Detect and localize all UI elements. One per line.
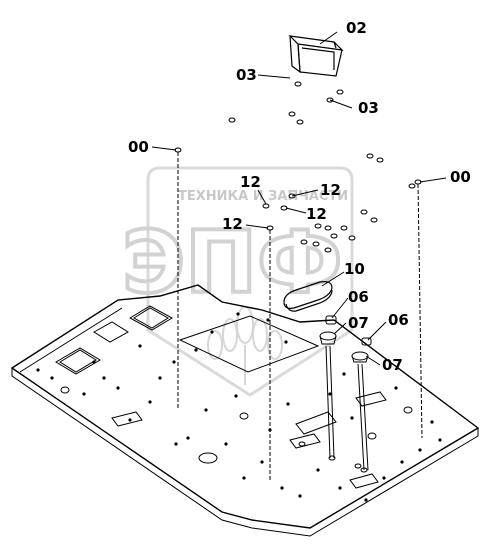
- callout-12-left: 12: [222, 215, 243, 233]
- callout-02: 02: [346, 19, 367, 37]
- callout-12-right-upper: 12: [320, 181, 341, 199]
- callout-labels: 02 03 03 00 00 12 12 12 12 10 06 06 07 0…: [128, 19, 471, 374]
- callout-07-upper: 07: [348, 314, 369, 332]
- watermark-logo: ЭПФ: [122, 213, 342, 313]
- bracket-part: [288, 35, 344, 77]
- callout-12-right-lower: 12: [306, 205, 327, 223]
- callout-06-upper: 06: [348, 288, 369, 306]
- plate-holes: [36, 312, 442, 502]
- pedals: [298, 315, 372, 473]
- callout-00-right: 00: [450, 168, 471, 186]
- floor-mat: [283, 281, 333, 312]
- callout-12-top: 12: [240, 173, 261, 191]
- long-bolts: [177, 152, 423, 482]
- callout-00-left: 00: [128, 138, 149, 156]
- callout-03-left: 03: [236, 66, 257, 84]
- floor-plate: [10, 284, 480, 537]
- wheat-emblem: [207, 306, 283, 385]
- watermark: ТЕХНИКА И ЗАПЧАСТИ ЭПФ: [120, 166, 354, 397]
- callout-10: 10: [344, 260, 365, 278]
- leader-lines: [151, 31, 447, 366]
- callout-03-right: 03: [358, 99, 379, 117]
- callout-06-lower: 06: [388, 311, 409, 329]
- callout-07-lower: 07: [382, 356, 403, 374]
